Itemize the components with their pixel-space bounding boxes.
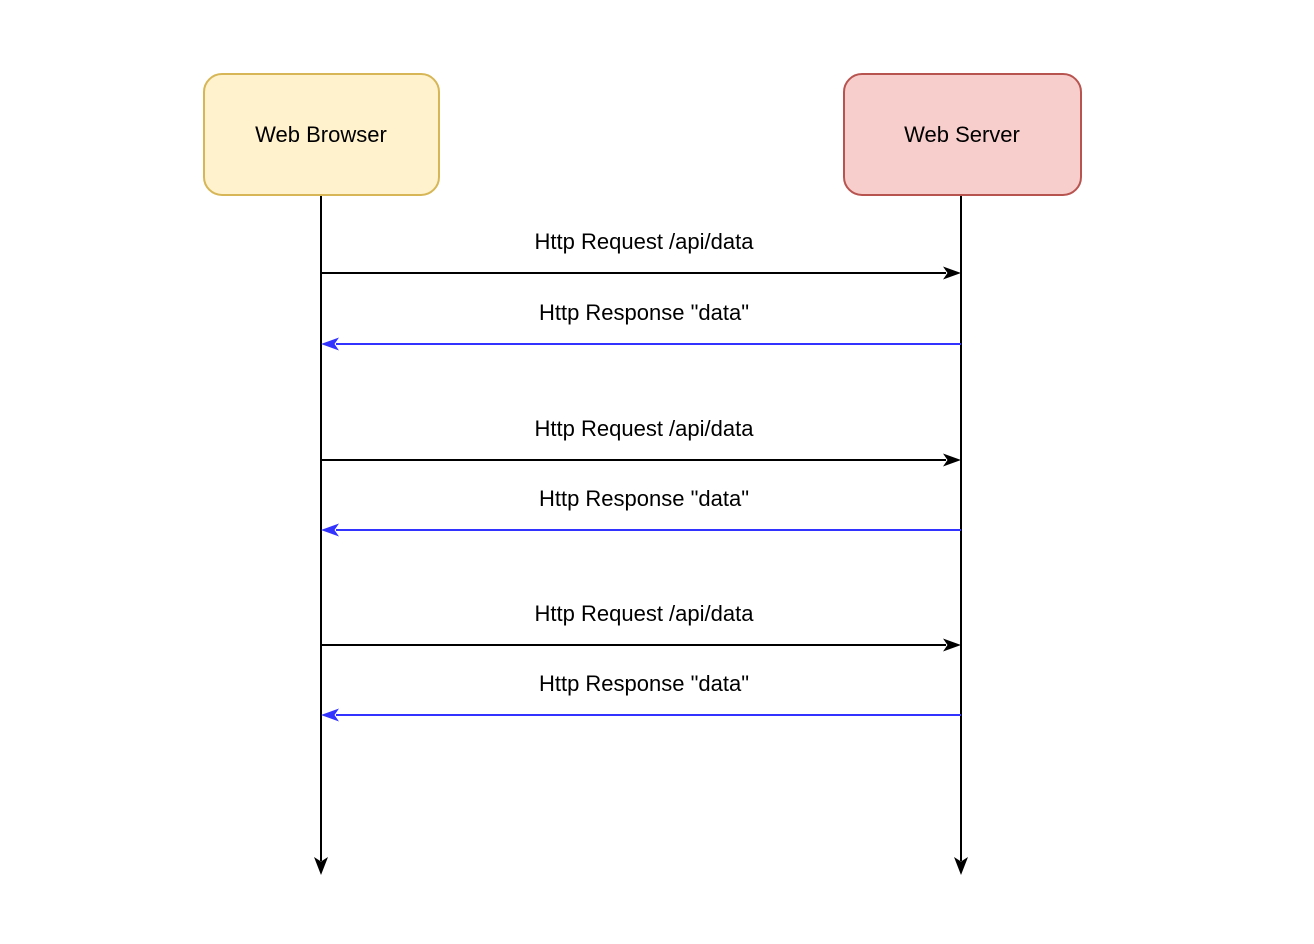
message-label-response-3: Http Response "data" xyxy=(539,671,749,696)
lifeline-end-arrowhead-web-server xyxy=(954,857,968,875)
lifeline-end-arrowhead-web-browser xyxy=(314,857,328,875)
message-label-response-2: Http Response "data" xyxy=(539,486,749,511)
response-arrowhead-2 xyxy=(321,523,339,537)
request-arrowhead-1 xyxy=(943,266,961,280)
actor-box-web-browser xyxy=(203,73,440,196)
actor-label-web-browser: Web Browser xyxy=(255,122,387,147)
message-label-request-3: Http Request /api/data xyxy=(535,601,755,626)
message-label-request-2: Http Request /api/data xyxy=(535,416,755,441)
request-arrowhead-2 xyxy=(943,453,961,467)
message-label-response-1: Http Response "data" xyxy=(539,300,749,325)
request-arrowhead-3 xyxy=(943,638,961,652)
response-arrowhead-1 xyxy=(321,337,339,351)
message-label-request-1: Http Request /api/data xyxy=(535,229,755,254)
actor-box-web-server xyxy=(843,73,1082,196)
response-arrowhead-3 xyxy=(321,708,339,722)
actor-label-web-server: Web Server xyxy=(904,122,1020,147)
